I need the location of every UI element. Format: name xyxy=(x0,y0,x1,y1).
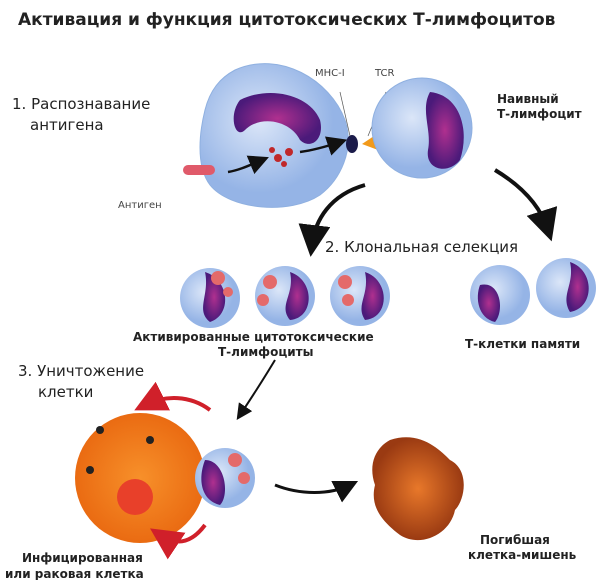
step3-label-2: клетки xyxy=(38,383,94,401)
step1-label: 1. Распознавание xyxy=(12,95,151,113)
mhc-label: MHC-I xyxy=(315,68,345,79)
infected-label-2: или раковая клетка xyxy=(5,567,144,580)
activated-label-2: Т-лимфоциты xyxy=(218,345,314,359)
dying-cell xyxy=(372,437,464,541)
antigen-presenting-cell xyxy=(183,63,387,208)
memory-t-cells xyxy=(470,258,596,325)
memory-label: Т-клетки памяти xyxy=(465,337,581,351)
dying-label-2: клетка-мишень xyxy=(468,548,577,562)
naive-t-cell xyxy=(371,77,473,179)
dying-label: Погибшая xyxy=(480,533,550,547)
tcr-label: TCR xyxy=(375,68,395,79)
mhc-icon xyxy=(346,135,358,153)
step3-label: 3. Уничтожение xyxy=(18,362,145,380)
naive-label-2: Т-лимфоцит xyxy=(497,107,582,121)
step2-label: 2. Клональная селекция xyxy=(325,238,519,256)
step1-label-2: антигена xyxy=(30,116,104,134)
page-title: Активация и функция цитотоксических Т-ли… xyxy=(18,10,556,30)
activated-label: Активированные цитотоксические xyxy=(133,330,374,344)
infected-cell xyxy=(75,381,212,560)
activated-t-cells xyxy=(180,266,390,328)
antigen-label: Антиген xyxy=(118,200,162,211)
naive-label: Наивный xyxy=(497,92,559,106)
killer-t-cell xyxy=(195,448,255,508)
infected-label: Инфицированная xyxy=(22,551,143,565)
